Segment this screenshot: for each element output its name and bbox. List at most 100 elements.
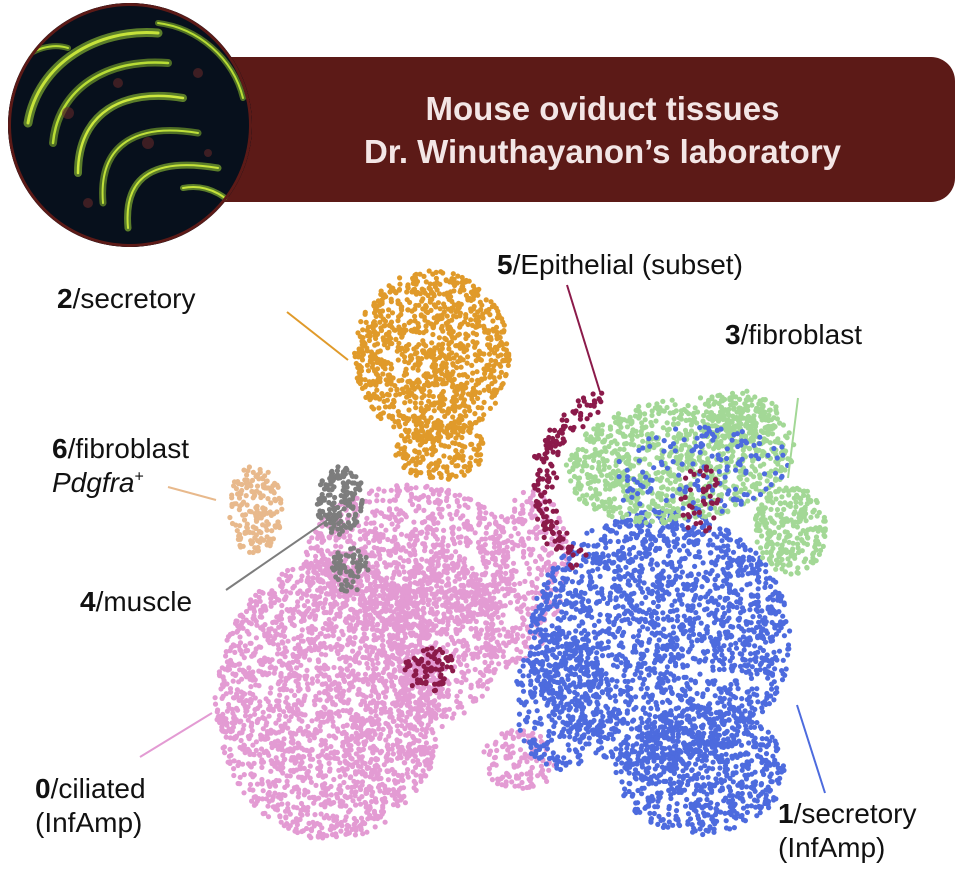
cell-point-cluster-0 (341, 678, 348, 685)
cell-point-cluster-0 (285, 638, 291, 644)
cell-point-cluster-0 (412, 610, 418, 616)
cell-point-cluster-0 (279, 584, 285, 590)
cell-point-cluster-0 (359, 794, 365, 800)
cell-point-cluster-0 (300, 591, 306, 597)
cell-point-cluster-0 (306, 605, 312, 612)
cell-point-cluster-0 (472, 651, 478, 657)
cell-point-cluster-0 (287, 618, 294, 624)
cell-point-cluster-0 (237, 661, 243, 667)
cell-point-cluster-0 (471, 696, 477, 702)
cell-point-cluster-0 (378, 629, 384, 635)
cell-point-cluster-0 (387, 618, 393, 624)
cell-point-cluster-0 (427, 764, 434, 771)
cell-point-cluster-0 (300, 828, 306, 834)
cell-point-cluster-0 (322, 711, 328, 717)
cell-point-cluster-0 (305, 598, 311, 604)
cell-point-cluster-0 (496, 661, 502, 667)
cell-point-cluster-0 (508, 633, 514, 639)
cell-point-cluster-0 (394, 601, 400, 607)
cell-point-cluster-0 (305, 569, 311, 576)
cell-point-cluster-0 (435, 573, 441, 579)
cell-point-cluster-1 (696, 529, 702, 535)
cell-point-cluster-0 (492, 514, 498, 520)
cell-point-cluster-1 (683, 674, 689, 680)
cell-point-cluster-0 (427, 515, 433, 521)
cell-point-cluster-0 (341, 779, 347, 786)
cell-point-cluster-0 (306, 587, 312, 593)
cell-point-cluster-1 (534, 595, 540, 602)
cell-point-cluster-1 (750, 614, 756, 620)
cell-point-cluster-0 (437, 549, 443, 556)
cell-point-cluster-0 (400, 649, 406, 656)
cell-point-cluster-0 (330, 723, 336, 729)
cell-point-cluster-0 (369, 550, 375, 556)
cell-point-cluster-0 (325, 685, 331, 691)
cell-point-cluster-0 (326, 616, 332, 623)
cell-point-cluster-0 (267, 665, 273, 671)
cell-point-cluster-0 (295, 688, 302, 694)
cell-point-cluster-0 (383, 754, 389, 761)
cell-point-cluster-0 (279, 801, 285, 807)
cell-point-cluster-0 (278, 762, 284, 769)
cell-point-cluster-0 (362, 613, 368, 619)
cell-point-cluster-0 (344, 826, 350, 833)
cell-point-cluster-0 (264, 729, 270, 735)
cell-point-cluster-0 (372, 583, 378, 589)
cell-point-cluster-0 (435, 520, 441, 526)
cell-point-cluster-0 (317, 631, 323, 637)
cell-point-cluster-0 (434, 536, 440, 542)
cell-point-cluster-0 (263, 722, 269, 728)
cell-point-cluster-0 (302, 673, 308, 680)
cell-point-cluster-0 (512, 542, 518, 548)
cell-point-cluster-0 (245, 733, 251, 740)
cell-point-cluster-0 (214, 717, 220, 723)
cell-point-cluster-0 (287, 746, 293, 752)
cell-point-cluster-0 (231, 772, 237, 779)
cell-point-cluster-0 (311, 800, 317, 806)
cell-point-cluster-0 (343, 616, 349, 622)
cell-point-cluster-0 (519, 779, 525, 786)
cell-point-cluster-1 (633, 694, 639, 700)
cell-point-cluster-1 (666, 574, 672, 580)
cell-point-cluster-0 (401, 558, 407, 564)
cell-point-cluster-0 (479, 693, 485, 699)
cell-point-cluster-0 (384, 575, 390, 581)
cell-point-cluster-0 (248, 723, 255, 729)
cell-point-cluster-0 (449, 715, 455, 721)
cell-point-cluster-1 (528, 623, 535, 629)
cell-point-cluster-0 (382, 705, 388, 711)
cell-point-cluster-0 (403, 677, 409, 683)
cell-point-cluster-0 (465, 504, 471, 510)
cell-point-cluster-0 (282, 784, 288, 791)
cell-point-cluster-0 (262, 655, 268, 661)
cell-point-cluster-0 (374, 622, 380, 628)
cell-point-cluster-0 (299, 565, 306, 571)
cell-point-cluster-0 (366, 540, 372, 546)
cell-point-cluster-0 (445, 576, 451, 582)
cell-point-cluster-0 (441, 611, 447, 617)
cell-point-cluster-0 (253, 747, 259, 754)
cell-point-cluster-1 (613, 552, 620, 558)
cell-point-cluster-0 (302, 789, 308, 795)
cell-point-cluster-0 (350, 669, 356, 675)
cell-point-cluster-0 (370, 666, 377, 673)
cell-point-cluster-0 (247, 781, 254, 788)
cell-point-cluster-0 (429, 562, 435, 568)
cell-point-cluster-0 (364, 648, 370, 654)
cell-point-cluster-0 (409, 706, 415, 712)
cell-point-cluster-0 (352, 634, 358, 641)
cell-point-cluster-0 (415, 758, 421, 764)
cell-point-cluster-0 (483, 620, 489, 626)
cell-point-cluster-0 (421, 507, 427, 513)
cell-point-cluster-0 (445, 618, 451, 625)
cell-point-cluster-0 (388, 593, 394, 599)
cell-point-cluster-0 (338, 819, 344, 826)
cell-point-cluster-0 (227, 759, 233, 765)
cell-point-cluster-0 (403, 576, 409, 582)
cell-point-cluster-1 (771, 679, 777, 685)
cell-point-cluster-0 (309, 676, 315, 682)
cell-point-cluster-0 (368, 644, 374, 650)
cell-point-cluster-0 (476, 635, 482, 642)
cell-point-cluster-0 (348, 774, 354, 780)
cell-point-cluster-1 (597, 573, 603, 580)
